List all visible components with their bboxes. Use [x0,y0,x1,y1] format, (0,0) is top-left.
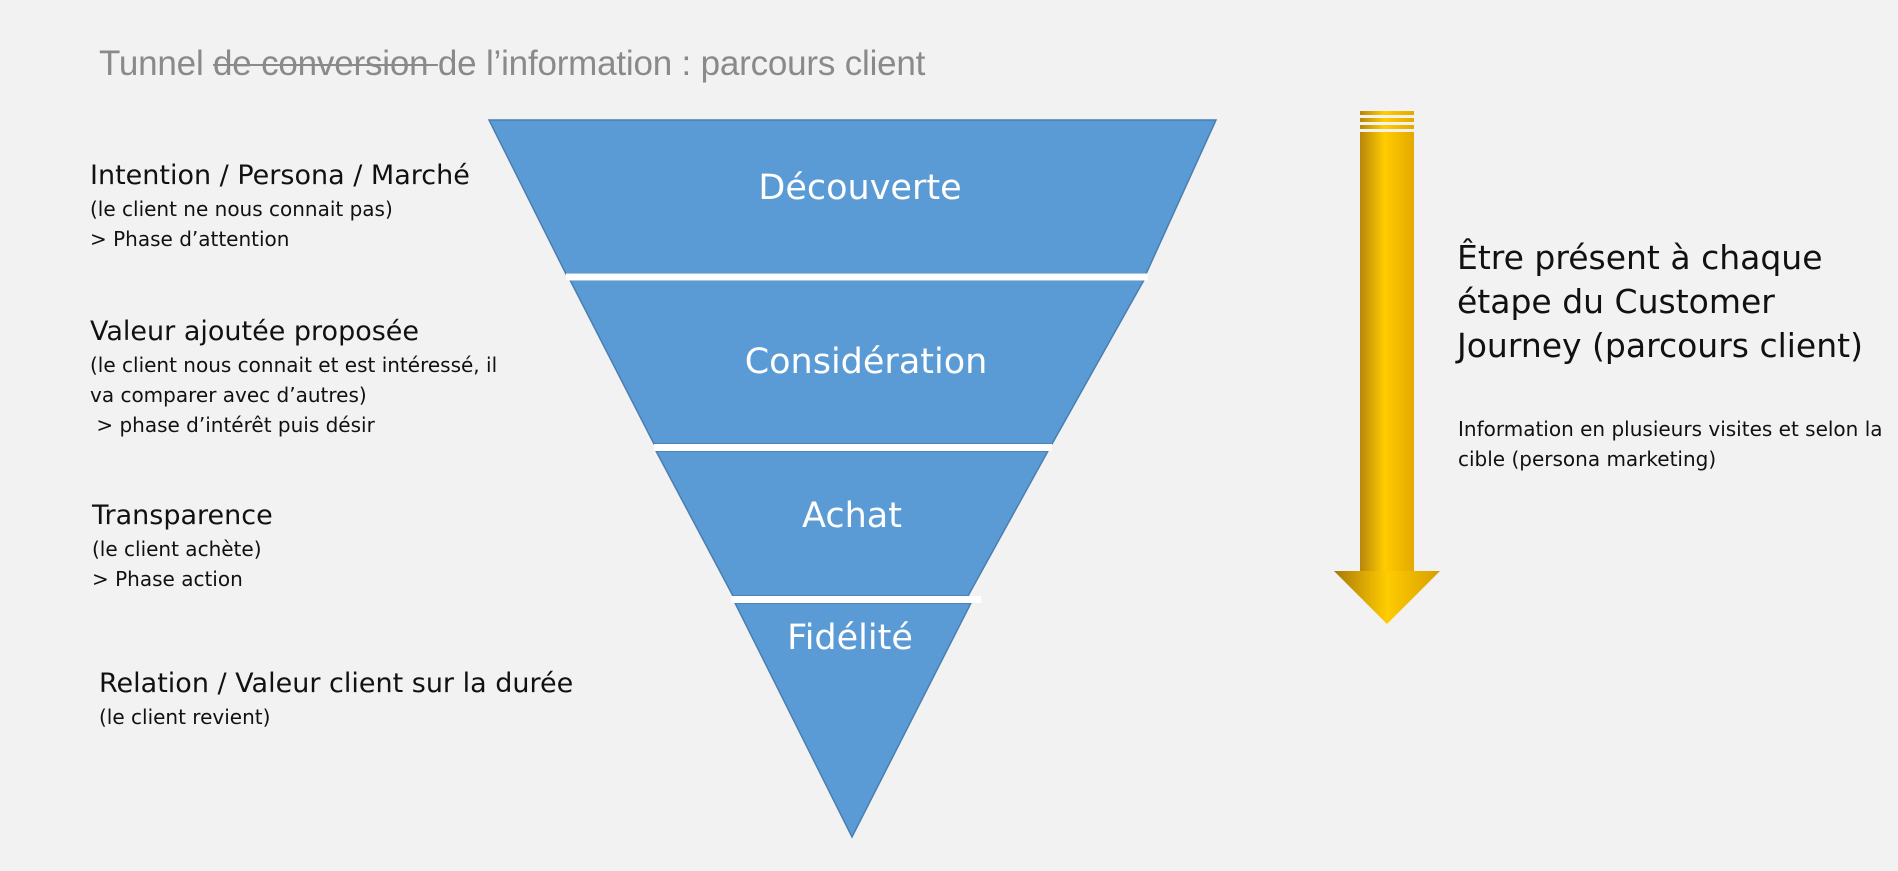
page-title: Tunnel de conversion de l’information : … [99,44,925,84]
left-section-heading: Transparence [92,500,273,531]
funnel-stage-label: Découverte [758,168,962,208]
right-heading: Être présent à chaque étape du Customer … [1457,238,1863,365]
left-section-detail: va comparer avec d’autres) [90,383,367,407]
right-description: Information en plusieurs visites et selo… [1458,417,1883,471]
funnel-stage-label: Considération [744,342,988,382]
left-section-detail: (le client achète) [92,537,262,561]
left-section-detail: > phase d’intérêt puis désir [90,413,375,437]
left-section-relation: Relation / Valeur client sur la durée (l… [99,666,573,732]
left-section-intention: Intention / Persona / Marché (le client … [90,158,470,254]
left-section-heading: Valeur ajoutée proposée [90,316,420,347]
funnel-stage-label: Fidélité [787,618,913,658]
left-section-valeur: Valeur ajoutée proposée (le client nous … [90,314,497,440]
left-section-heading: Relation / Valeur client sur la durée [99,668,574,699]
title-prefix: Tunnel [99,44,214,83]
title-struck-text: de conversion [213,44,438,83]
left-section-heading: Intention / Persona / Marché [90,160,470,191]
left-section-detail: (le client ne nous connait pas) [90,197,393,221]
left-section-detail: > Phase action [92,567,243,591]
funnel-stage-label: Achat [802,496,902,536]
left-section-detail: > Phase d’attention [90,227,290,251]
left-section-detail: (le client revient) [99,705,271,729]
left-section-detail: (le client nous connait et est intéressé… [90,353,498,377]
left-section-transparence: Transparence (le client achète) > Phase … [92,498,273,594]
title-suffix: de l’information : parcours client [437,44,926,83]
down-arrow-icon [1334,111,1440,624]
